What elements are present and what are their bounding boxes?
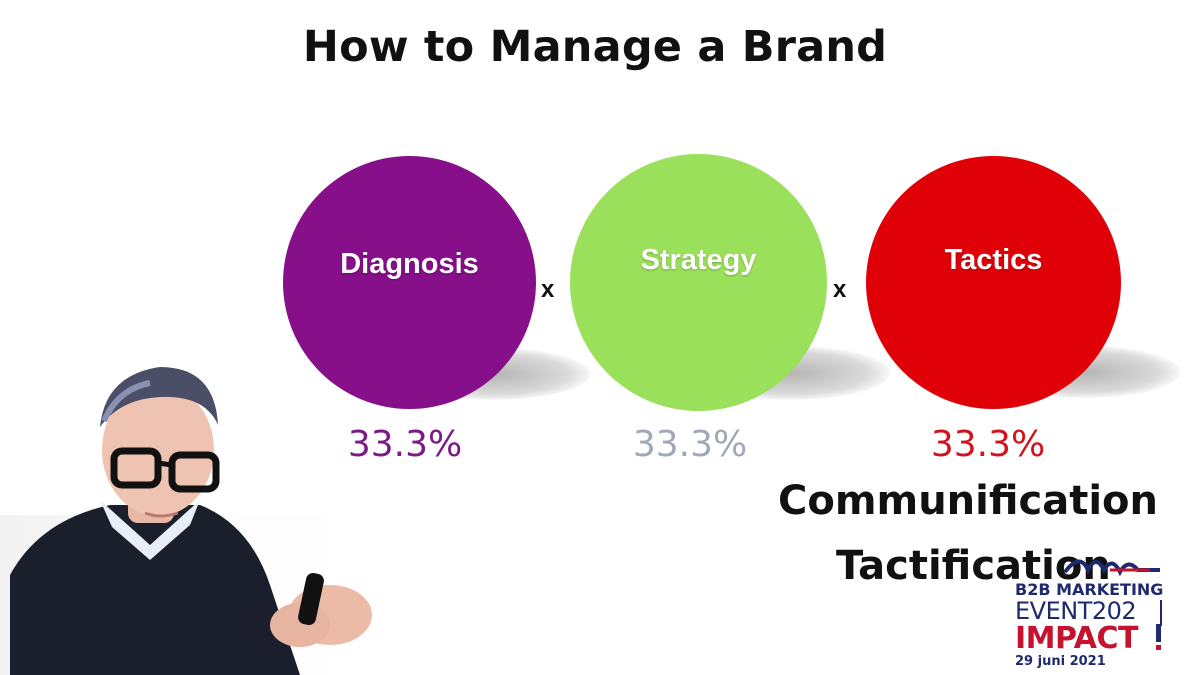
percent-tactics: 33.3%	[930, 424, 1046, 465]
multiply-operator: x	[833, 276, 847, 303]
logo-swoosh-icon	[1063, 559, 1160, 577]
logo-date: 29 juni 2021	[1015, 654, 1106, 669]
note-communification: Communification	[778, 478, 1158, 524]
circle-diagnosis: Diagnosis	[283, 156, 536, 409]
percent-strategy: 33.3%	[632, 424, 748, 465]
circle-label-strategy: Strategy	[640, 244, 757, 276]
circle-strategy: Strategy	[570, 154, 827, 411]
event-logo: B2B MARKETING EVENT202 IMPACT 29 juni 20…	[1010, 548, 1190, 673]
circle-label-tactics: Tactics	[944, 244, 1043, 276]
logo-line-1: B2B MARKETING	[1015, 580, 1164, 599]
percent-diagnosis: 33.3%	[347, 424, 463, 465]
logo-divider	[1160, 600, 1162, 626]
circle-label-diagnosis: Diagnosis	[340, 248, 479, 280]
logo-line-3: IMPACT	[1015, 621, 1138, 656]
logo-exclamation-dot	[1156, 645, 1161, 650]
note-tactification: Tactification	[836, 543, 1111, 589]
presenter-video-icon	[0, 367, 400, 675]
circle-tactics: Tactics	[866, 156, 1121, 409]
slide-title: How to Manage a Brand	[302, 22, 888, 72]
logo-exclamation-bar	[1156, 624, 1161, 642]
logo-line-2: EVENT202	[1015, 597, 1137, 625]
multiply-operator: x	[541, 276, 555, 303]
